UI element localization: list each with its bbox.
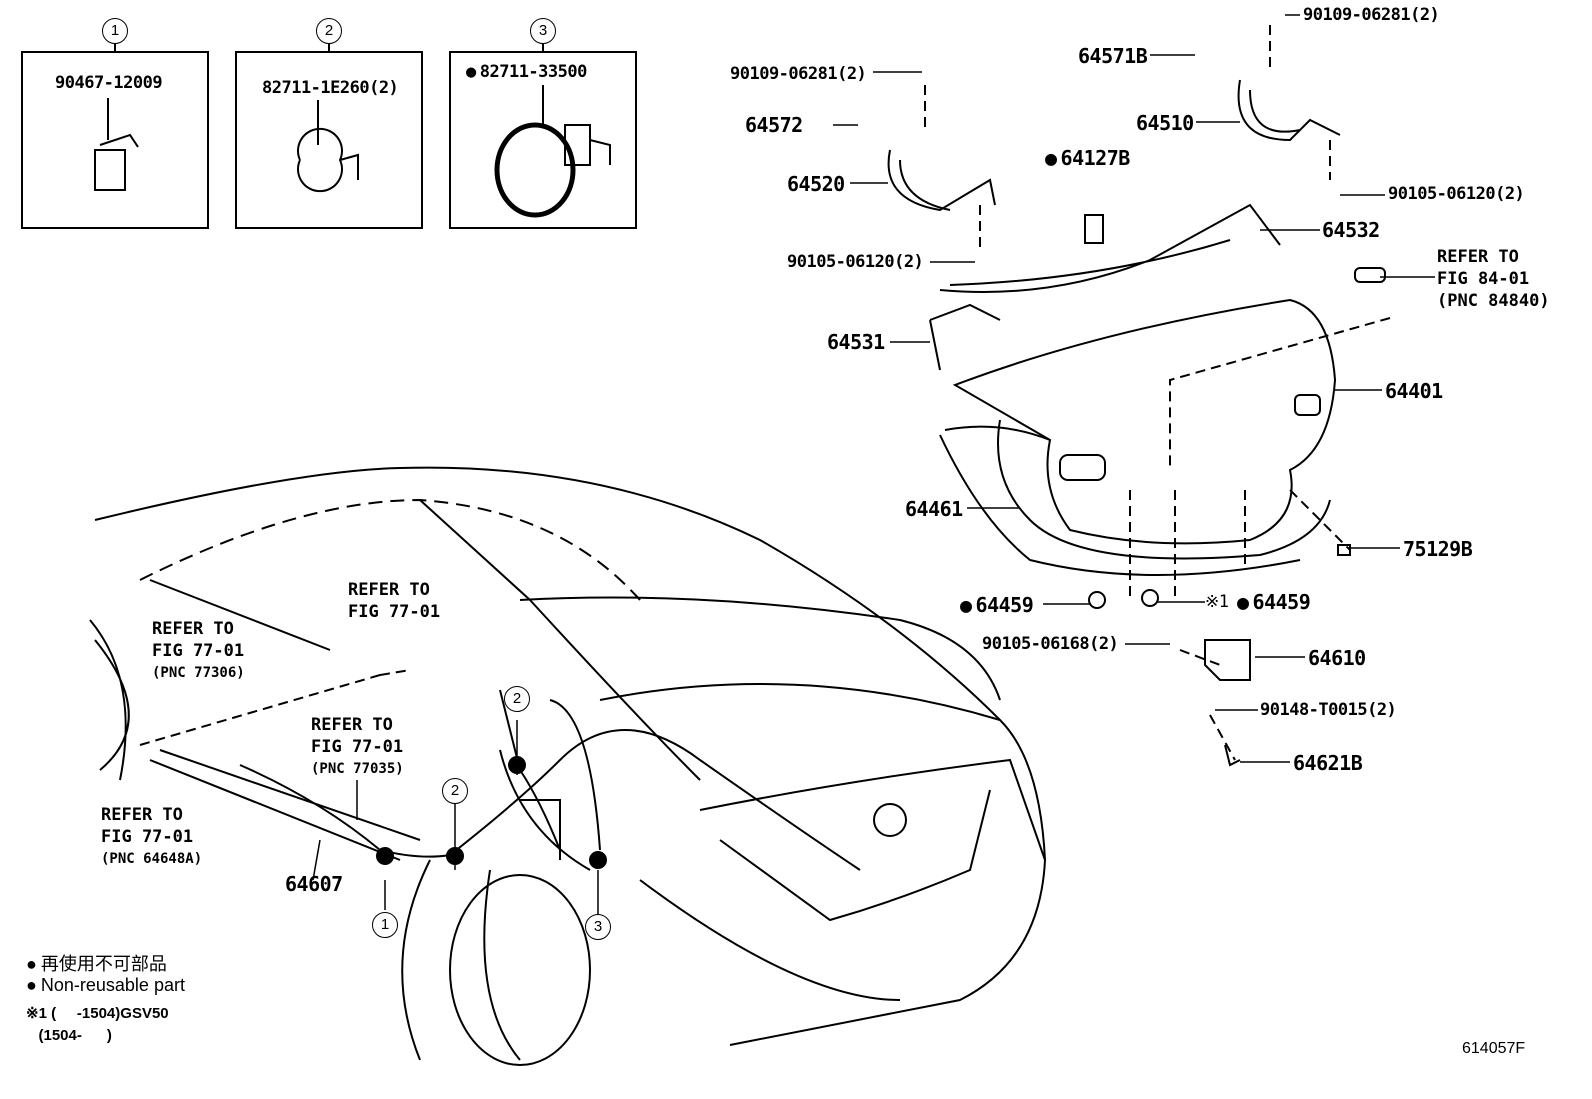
- leader-dashes: [139, 25, 1391, 761]
- clamp-82711-1e260-drawing: [297, 100, 359, 193]
- legend-non-reusable: Non-reusable part: [26, 975, 185, 996]
- part-number-label[interactable]: 64520: [787, 172, 845, 196]
- inset-number-3: 3: [530, 18, 556, 44]
- refer-fig: FIG 77-01: [152, 641, 245, 661]
- inset-number-1: 1: [102, 18, 128, 44]
- part-number-label[interactable]: 64127B: [1045, 146, 1131, 170]
- part-number-label[interactable]: 90105-06120(2): [1388, 184, 1525, 204]
- clamp-callout-2: 2: [442, 778, 468, 804]
- refer-pnc: (PNC 84840): [1437, 291, 1550, 311]
- cushion-64127b-drawing: [1084, 214, 1104, 244]
- part-75129b-drawing: [1337, 544, 1351, 556]
- trunk-lid-drawing: [939, 298, 1337, 576]
- band-clamp-drawing: [494, 122, 576, 218]
- part-number-label[interactable]: 64621B: [1293, 751, 1363, 775]
- clamp-callout-2: 2: [504, 686, 530, 712]
- clamp-callout-1: 1: [372, 912, 398, 938]
- lock-64610-drawing: [1204, 639, 1251, 681]
- part-number-label[interactable]: 64571B: [1078, 44, 1148, 68]
- part-number-label[interactable]: 64572: [745, 113, 803, 137]
- part-number-label[interactable]: 64607: [285, 872, 343, 896]
- part-number-label[interactable]: 64459: [1237, 590, 1311, 614]
- legend-note-2: (1504- ): [26, 1027, 112, 1044]
- inset-number-2: 2: [316, 18, 342, 44]
- part-number-label[interactable]: 82711-1E260(2): [262, 78, 399, 98]
- striker-64621b-drawing: [1224, 744, 1241, 767]
- refer-fig: FIG 77-01: [101, 827, 194, 847]
- part-number-label[interactable]: 90109-06281(2): [730, 64, 867, 84]
- part-number-label[interactable]: 64532: [1322, 218, 1380, 242]
- part-number-label[interactable]: 64610: [1308, 646, 1366, 670]
- refer-line: REFER TO: [311, 715, 393, 735]
- refer-fig: FIG 84-01: [1437, 269, 1530, 289]
- legend-note-1: ※1 ( -1504)GSV50: [26, 1005, 169, 1022]
- part-number-label[interactable]: 82711-33500: [466, 62, 588, 82]
- legend-japanese: 再使用不可部品: [26, 950, 167, 976]
- torsion-bar-64531-drawing: [929, 303, 1001, 371]
- part-number-label[interactable]: 64459: [960, 593, 1034, 617]
- torsion-bar-64532-drawing: [939, 203, 1281, 293]
- figure-id: 614057F: [1462, 1040, 1526, 1057]
- refer-line: REFER TO: [101, 805, 183, 825]
- clamp-callout-3: 3: [585, 914, 611, 940]
- part-number-label[interactable]: 90148-T0015(2): [1260, 700, 1397, 720]
- hinge-64520-drawing: [887, 149, 996, 212]
- part-number-label[interactable]: 90105-06120(2): [787, 252, 924, 272]
- part-number-label[interactable]: 64401: [1385, 379, 1443, 403]
- leader-lines: [312, 14, 1435, 915]
- refer-line: REFER TO: [152, 619, 234, 639]
- hinge-64510-drawing: [1237, 79, 1341, 142]
- part-number-label[interactable]: 90105-06168(2): [982, 634, 1119, 654]
- refer-line: REFER TO: [1437, 247, 1519, 267]
- part-number-label[interactable]: 75129B: [1403, 537, 1473, 561]
- refer-fig: FIG 77-01: [311, 737, 404, 757]
- note-mark: ※1: [1205, 592, 1229, 612]
- refer-pnc: (PNC 64648A): [101, 851, 203, 867]
- car-body-outline: [89, 466, 1047, 1066]
- part-number-label[interactable]: 64531: [827, 330, 885, 354]
- refer-line: REFER TO: [348, 580, 430, 600]
- part-number-label[interactable]: 64461: [905, 497, 963, 521]
- clip-90467-drawing: [94, 98, 139, 191]
- opener-cable-drawing: [239, 729, 861, 871]
- refer-fig: FIG 77-01: [348, 602, 441, 622]
- refer-pnc: (PNC 77306): [152, 665, 245, 681]
- part-84840-drawing: [1354, 267, 1386, 283]
- grommet-left-drawing: [1088, 591, 1106, 609]
- part-number-label[interactable]: 90109-06281(2): [1303, 5, 1440, 25]
- refer-pnc: (PNC 77035): [311, 761, 404, 777]
- grommet-right-drawing: [1141, 589, 1159, 607]
- part-number-label[interactable]: 64510: [1136, 111, 1194, 135]
- part-number-label[interactable]: 90467-12009: [55, 73, 163, 93]
